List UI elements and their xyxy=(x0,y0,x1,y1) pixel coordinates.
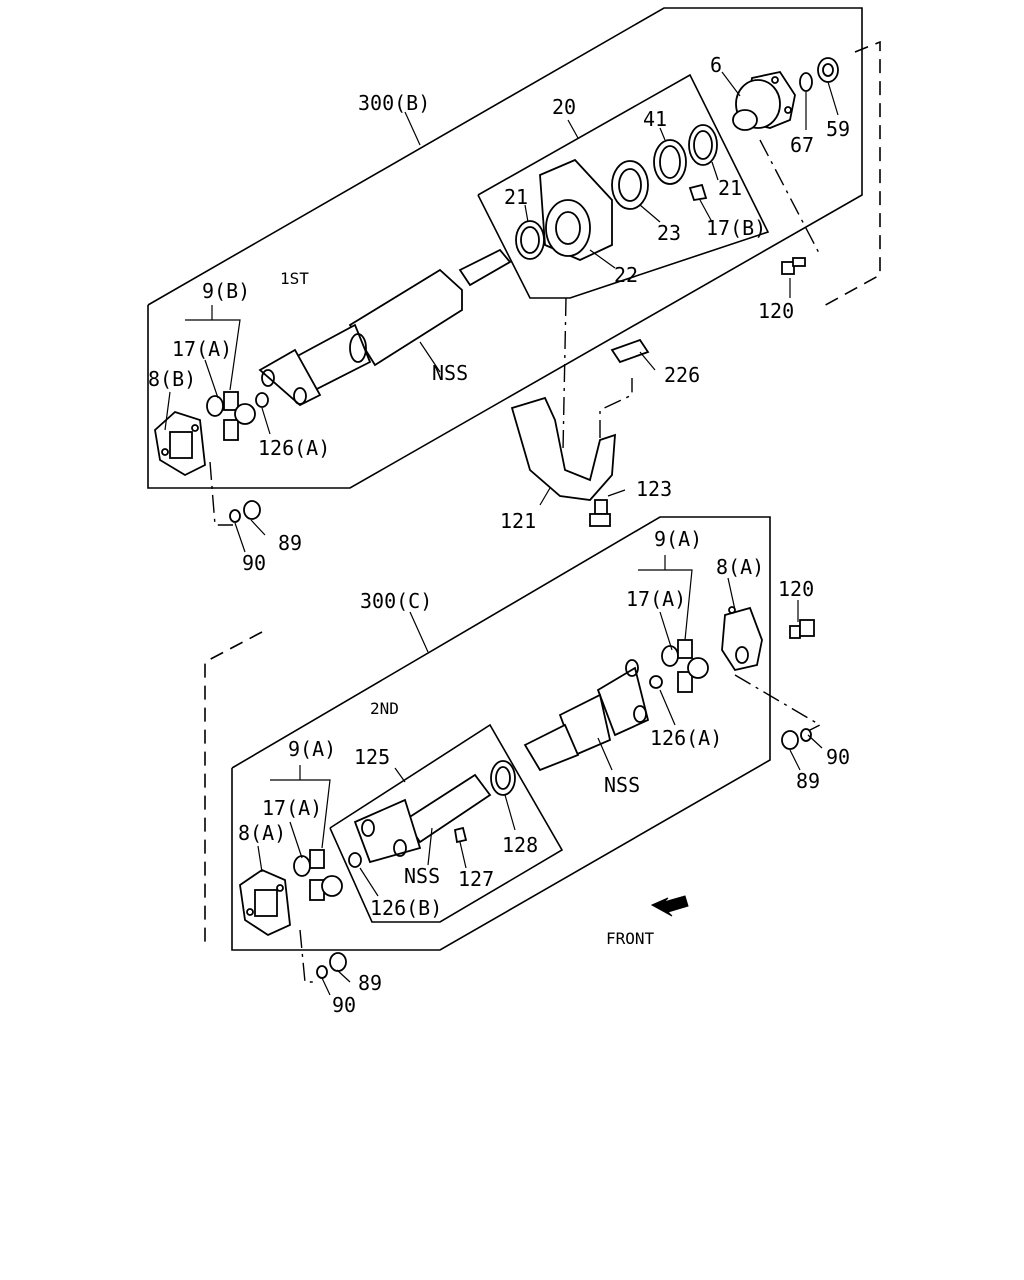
flange-8a-left xyxy=(239,868,291,937)
label-9a-left: 9(A) xyxy=(288,737,336,761)
group-20-outline xyxy=(477,73,770,299)
label-126a-top: 126(A) xyxy=(258,436,330,460)
label-nss-right: NSS xyxy=(604,773,640,797)
label-89-bottom: 89 xyxy=(358,971,382,995)
label-125: 125 xyxy=(354,745,390,769)
label-90-right: 90 xyxy=(826,745,850,769)
label-17a-left: 17(A) xyxy=(262,796,322,820)
label-121: 121 xyxy=(500,509,536,533)
label-123: 123 xyxy=(636,477,672,501)
label-8a-left: 8(A) xyxy=(238,821,286,845)
label-2nd: 2ND xyxy=(370,699,399,718)
washer-67 xyxy=(799,72,813,92)
flange-8b xyxy=(154,410,206,477)
label-120-bottom: 120 xyxy=(778,577,814,601)
label-21-right: 21 xyxy=(718,176,742,200)
label-120-top: 120 xyxy=(758,299,794,323)
label-300c: 300(C) xyxy=(360,589,432,613)
label-127: 127 xyxy=(458,867,494,891)
seal-21-left xyxy=(515,220,545,260)
assembly-300c-outline xyxy=(204,516,771,951)
label-41: 41 xyxy=(643,107,667,131)
collar-41 xyxy=(653,139,687,185)
label-17a-top: 17(A) xyxy=(172,337,232,361)
seal-128 xyxy=(490,760,516,796)
spline-shaft-1st xyxy=(288,248,512,397)
fitting-127 xyxy=(453,826,468,844)
flange-8a-right xyxy=(721,606,763,672)
label-17b: 17(B) xyxy=(706,216,766,240)
group-125-outline xyxy=(329,723,564,923)
label-20: 20 xyxy=(552,95,576,119)
assembly-300b-outline xyxy=(147,7,881,489)
label-6: 6 xyxy=(710,53,722,77)
bolt-123 xyxy=(589,499,611,527)
label-22: 22 xyxy=(614,263,638,287)
bearing-23 xyxy=(611,160,649,210)
bracket-121 xyxy=(510,297,633,501)
label-126b: 126(B) xyxy=(370,896,442,920)
label-8b: 8(B) xyxy=(148,367,196,391)
sleeve-yoke-2nd xyxy=(523,659,650,772)
nut-59 xyxy=(817,57,839,83)
label-128: 128 xyxy=(502,833,538,857)
universal-joint-9a-right xyxy=(649,639,709,693)
bolt-120-bottom xyxy=(789,619,815,639)
label-9a-right: 9(A) xyxy=(654,527,702,551)
label-89-top: 89 xyxy=(278,531,302,555)
label-9b: 9(B) xyxy=(202,279,250,303)
label-59: 59 xyxy=(826,117,850,141)
nut-washer-bottom xyxy=(299,929,347,983)
flange-6 xyxy=(732,70,796,131)
label-67: 67 xyxy=(790,133,814,157)
bolt-120-top xyxy=(759,139,821,275)
seal-21-right xyxy=(688,124,718,166)
label-1st: 1ST xyxy=(280,269,309,288)
label-17a-right: 17(A) xyxy=(626,587,686,611)
label-21-left: 21 xyxy=(504,185,528,209)
label-226: 226 xyxy=(664,363,700,387)
center-bearing-22 xyxy=(539,158,613,261)
label-90-top: 90 xyxy=(242,551,266,575)
label-23: 23 xyxy=(657,221,681,245)
slip-yoke-125 xyxy=(353,773,492,864)
front-arrow-icon xyxy=(650,895,689,917)
label-nss-left: NSS xyxy=(404,864,440,888)
label-300b: 300(B) xyxy=(358,91,430,115)
universal-joint-9a-left xyxy=(293,849,343,901)
leader-lines xyxy=(164,71,839,996)
label-nss-top: NSS xyxy=(432,361,468,385)
label-90-bottom: 90 xyxy=(332,993,356,1017)
labels: 300(B) 20 6 67 59 41 21 23 17(B) 21 22 1… xyxy=(148,53,850,1017)
label-8a-right: 8(A) xyxy=(716,555,764,579)
plug-126b xyxy=(348,852,362,868)
yoke-1st xyxy=(258,348,322,407)
nut-washer-right xyxy=(734,674,822,750)
label-front: FRONT xyxy=(606,929,655,948)
label-89-right: 89 xyxy=(796,769,820,793)
universal-joint-9b xyxy=(206,391,269,441)
plate-226 xyxy=(610,338,650,364)
grease-fitting-17b xyxy=(688,183,708,202)
nut-washer-top xyxy=(209,461,261,526)
label-126a-right: 126(A) xyxy=(650,726,722,750)
